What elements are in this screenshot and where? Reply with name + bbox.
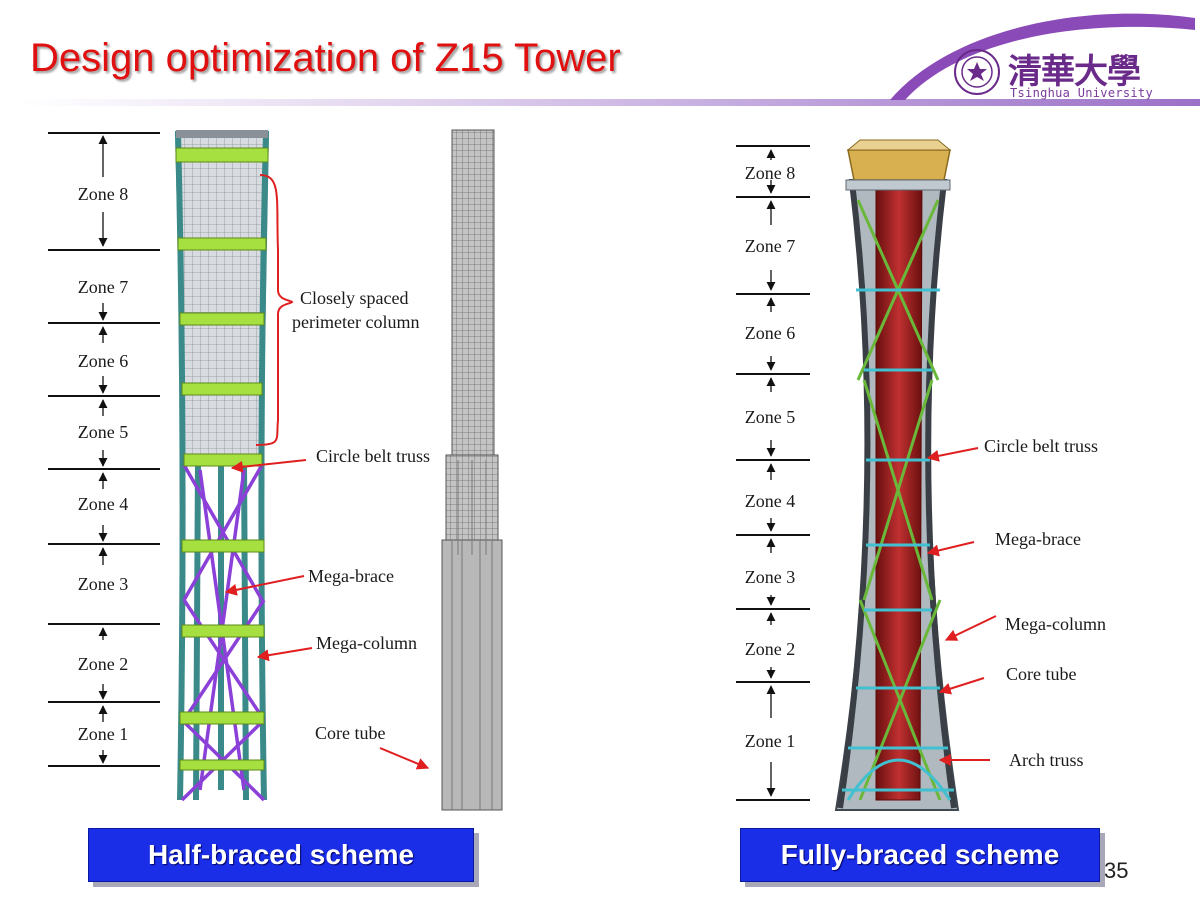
right-arch-truss-label: Arch truss (1009, 750, 1084, 771)
right-zone-7-label: Zone 7 (725, 236, 815, 257)
page-number: 35 (1104, 858, 1128, 884)
right-mega-brace-label: Mega-brace (995, 529, 1081, 550)
left-zone-4-label: Zone 4 (58, 494, 148, 515)
right-zone-5-label: Zone 5 (725, 407, 815, 428)
right-zone-6-label: Zone 6 (725, 323, 815, 344)
left-zone-1-label: Zone 1 (58, 724, 148, 745)
half-braced-scheme-label: Half-braced scheme (88, 828, 474, 882)
right-zone-3-label: Zone 3 (725, 567, 815, 588)
left-belt-truss-label: Circle belt truss (316, 446, 430, 467)
right-zone-1-label: Zone 1 (725, 731, 815, 752)
fully-braced-scheme-label: Fully-braced scheme (740, 828, 1100, 882)
perimeter-column-label-line2: perimeter column (292, 312, 419, 333)
right-zone-2-label: Zone 2 (725, 639, 815, 660)
left-mega-column-label: Mega-column (316, 633, 417, 654)
fully-braced-tower (836, 140, 958, 810)
right-zone-8-label: Zone 8 (725, 163, 815, 184)
perimeter-column-label-line1: Closely spaced (300, 288, 408, 309)
left-core-tube-label: Core tube (315, 723, 385, 744)
left-mega-brace-label: Mega-brace (308, 566, 394, 587)
left-zone-8-label: Zone 8 (58, 184, 148, 205)
right-mega-column-label: Mega-column (1005, 614, 1106, 635)
core-tube-model (442, 130, 502, 810)
right-belt-truss-label: Circle belt truss (984, 436, 1098, 457)
left-zone-3-label: Zone 3 (58, 574, 148, 595)
left-zone-6-label: Zone 6 (58, 351, 148, 372)
right-core-tube-label: Core tube (1006, 664, 1076, 685)
left-zone-2-label: Zone 2 (58, 654, 148, 675)
right-zone-4-label: Zone 4 (725, 491, 815, 512)
left-zone-5-label: Zone 5 (58, 422, 148, 443)
left-zone-7-label: Zone 7 (58, 277, 148, 298)
